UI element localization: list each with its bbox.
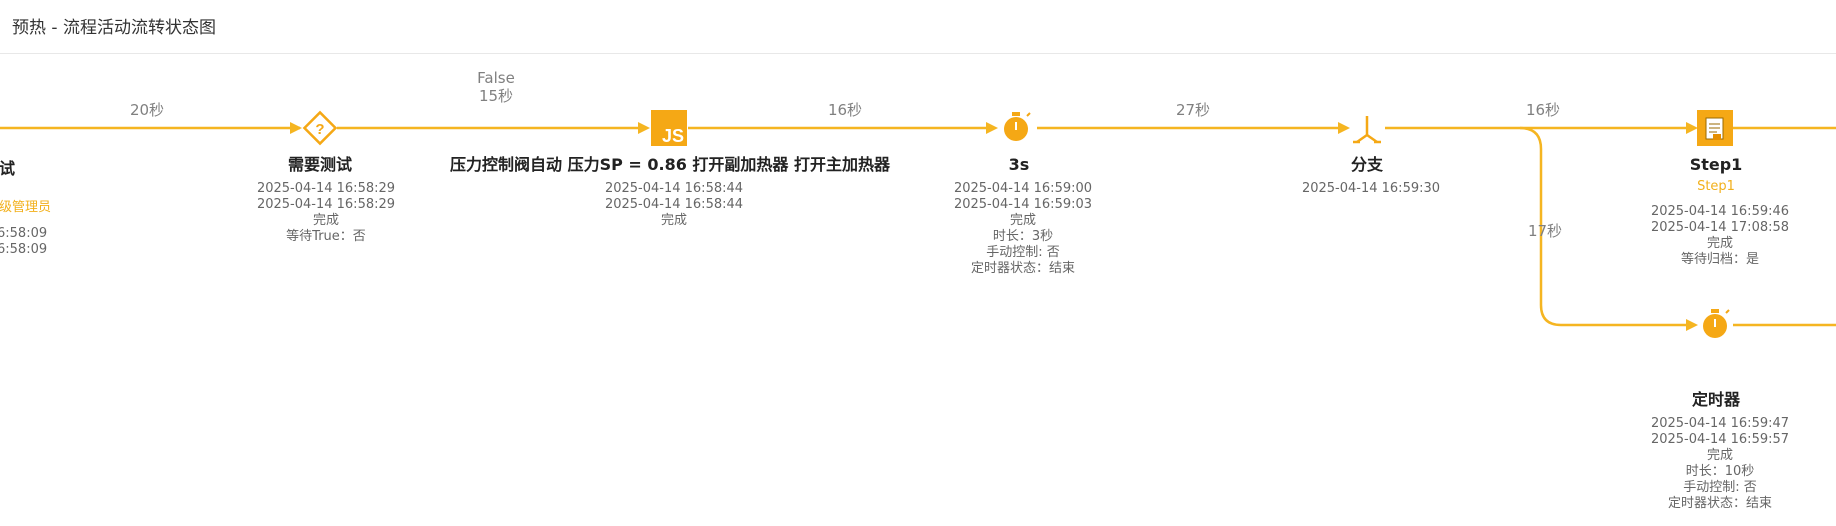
flow-diagram: ? JS bbox=[0, 110, 1836, 338]
info-line: 2025-04-14 16:58:44 bbox=[604, 181, 744, 196]
info-line: 2025-04-14 16:58:44 bbox=[604, 197, 744, 212]
stopwatch-icon-2[interactable] bbox=[1703, 309, 1730, 338]
edge-label-6: 17秒 bbox=[1527, 222, 1563, 240]
edge-arrow-1 bbox=[290, 122, 302, 134]
node-title-timer1: 3s bbox=[1008, 155, 1030, 174]
question-diamond-icon[interactable]: ? bbox=[302, 110, 338, 146]
node-time-partial-2: 6:58:09 bbox=[0, 242, 48, 257]
info-line: 完成 bbox=[1706, 236, 1734, 251]
edge-label-2: 15秒 bbox=[478, 87, 514, 105]
info-line: 2025-04-14 16:59:57 bbox=[1650, 432, 1790, 447]
node-title-decision: 需要测试 bbox=[287, 155, 353, 174]
svg-text:?: ? bbox=[315, 121, 324, 138]
info-line: 定时器状态：结束 bbox=[970, 261, 1076, 276]
info-line: 2025-04-14 17:08:58 bbox=[1650, 220, 1790, 235]
info-line: 完成 bbox=[1009, 213, 1037, 228]
svg-text:JS: JS bbox=[662, 126, 684, 146]
info-line: 2025-04-14 16:58:29 bbox=[256, 181, 396, 196]
info-line: 2025-04-14 16:58:29 bbox=[256, 197, 396, 212]
edge-line-6 bbox=[1519, 126, 1694, 327]
node-time-partial-1: 6:58:09 bbox=[0, 226, 48, 241]
fork-icon[interactable] bbox=[1353, 116, 1381, 144]
node-title-fork: 分支 bbox=[1350, 155, 1384, 174]
js-icon[interactable]: JS bbox=[651, 110, 687, 146]
stopwatch-icon[interactable] bbox=[1004, 112, 1031, 141]
node-info-timer2: 2025-04-14 16:59:47 2025-04-14 16:59:57 … bbox=[1651, 416, 1789, 512]
info-line: 2025-04-14 16:59:46 bbox=[1650, 204, 1790, 219]
edge-label-1: 20秒 bbox=[129, 101, 165, 119]
edge-arrow-6 bbox=[1686, 319, 1698, 331]
info-line: 2025-04-14 16:59:30 bbox=[1301, 181, 1441, 196]
info-line: 手动控制: 否 bbox=[986, 245, 1060, 260]
info-line: 时长：3秒 bbox=[992, 229, 1054, 244]
node-assignee-partial: 超级管理员 bbox=[0, 200, 52, 215]
edge-label-3: 16秒 bbox=[827, 101, 863, 119]
info-line: 2025-04-14 16:59:03 bbox=[953, 197, 1093, 212]
node-title-script: 压力控制阀自动 压力SP = 0.86 打开副加热器 打开主加热器 bbox=[450, 155, 890, 174]
page-header: 预热 - 流程活动流转状态图 bbox=[0, 0, 1836, 54]
document-icon[interactable] bbox=[1697, 110, 1733, 146]
info-line: 完成 bbox=[660, 213, 688, 228]
edge-arrow-4 bbox=[1338, 122, 1350, 134]
edge-arrow-2 bbox=[638, 122, 650, 134]
info-line: 完成 bbox=[1706, 448, 1734, 463]
page-title: 预热 - 流程活动流转状态图 bbox=[12, 18, 216, 38]
info-line: 时长：10秒 bbox=[1685, 464, 1755, 479]
info-line: 等待True：否 bbox=[286, 229, 366, 244]
node-info-decision: 2025-04-14 16:58:29 2025-04-14 16:58:29 … bbox=[257, 181, 395, 245]
node-title-timer2: 定时器 bbox=[1691, 390, 1741, 409]
info-line: 完成 bbox=[312, 213, 340, 228]
info-line: 手动控制: 否 bbox=[1683, 480, 1757, 495]
node-info-fork: 2025-04-14 16:59:30 bbox=[1302, 181, 1440, 197]
node-info-timer1: 2025-04-14 16:59:00 2025-04-14 16:59:03 … bbox=[954, 181, 1092, 277]
edge-arrow-5 bbox=[1686, 122, 1698, 134]
node-info-step1: 2025-04-14 16:59:46 2025-04-14 17:08:58 … bbox=[1651, 204, 1789, 268]
edge-label-4: 27秒 bbox=[1175, 101, 1211, 119]
info-line: 定时器状态：结束 bbox=[1667, 496, 1773, 511]
node-title-partial: 测试 bbox=[0, 159, 16, 178]
edge-label-5: 16秒 bbox=[1525, 101, 1561, 119]
info-line: 2025-04-14 16:59:47 bbox=[1650, 416, 1790, 431]
flow-canvas: ? JS bbox=[0, 55, 1836, 526]
edge-arrow-3 bbox=[986, 122, 998, 134]
edge-condition-2: False bbox=[477, 69, 515, 87]
node-info-script: 2025-04-14 16:58:44 2025-04-14 16:58:44 … bbox=[605, 181, 743, 229]
node-title-step1: Step1 bbox=[1689, 155, 1743, 174]
node-subtitle-step1: Step1 bbox=[1697, 179, 1735, 194]
info-line: 等待归档：是 bbox=[1680, 252, 1760, 267]
info-line: 2025-04-14 16:59:00 bbox=[953, 181, 1093, 196]
